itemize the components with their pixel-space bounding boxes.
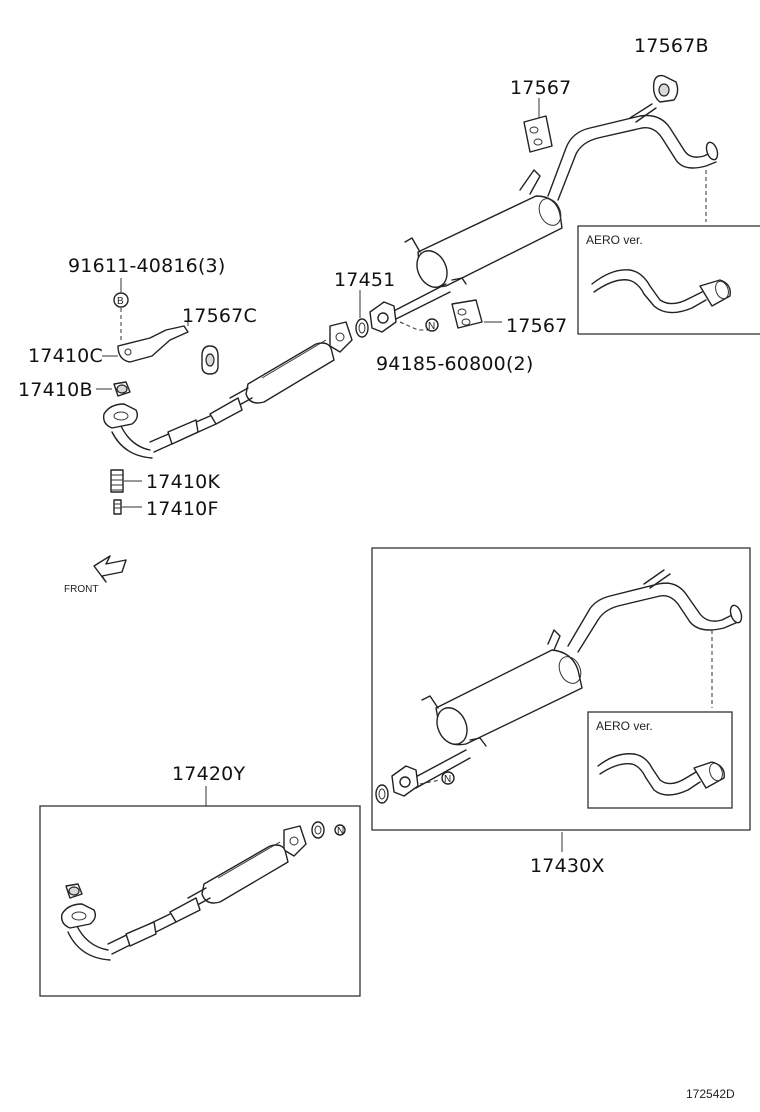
label-17410K: 17410K [146, 471, 220, 493]
main-muffler-top [404, 195, 563, 288]
front-pipe-top [111, 321, 353, 459]
spring-17410K [110, 469, 124, 493]
hanger-17567B [652, 74, 679, 103]
label-17410C: 17410C [28, 345, 103, 367]
label-91611: 91611-40816(3) [68, 255, 225, 277]
rear-flange-top [369, 301, 397, 333]
label-17451: 17451 [334, 269, 395, 291]
tail-pipe-top [547, 103, 719, 201]
label-17410B: 17410B [18, 379, 93, 401]
front-pipe-17420Y: N [60, 821, 346, 961]
svg-text:AERO ver.: AERO ver. [596, 719, 653, 733]
label-17567B: 17567B [634, 35, 709, 57]
svg-text:N: N [444, 774, 451, 785]
bolt-17410F [113, 499, 122, 515]
hanger-17567C [201, 345, 219, 375]
label-17567-mid: 17567 [506, 315, 567, 337]
label-94185: 94185-60800(2) [376, 353, 533, 375]
hanger-17567-top [523, 115, 553, 153]
nut-17430X: N [419, 771, 455, 785]
label-17420Y: 17420Y [172, 763, 245, 785]
svg-text:FRONT: FRONT [64, 584, 98, 595]
gasket-17410B [113, 381, 131, 397]
svg-text:N: N [337, 826, 344, 837]
aero-box-bottom: AERO ver. [587, 711, 733, 809]
bolt-91611: B [113, 292, 129, 342]
hanger-17567-mid [451, 299, 483, 329]
box-17430X [371, 547, 751, 831]
label-17567-top: 17567 [510, 77, 571, 99]
diagram-id: 172542D [686, 1087, 735, 1101]
bracket-17410C [117, 325, 189, 363]
aero-box-top: AERO ver. [577, 225, 760, 335]
gasket-17430X [375, 784, 389, 804]
front-arrow: FRONT [64, 555, 127, 595]
label-17410F: 17410F [146, 498, 219, 520]
muffler-17430X [421, 649, 583, 747]
tail-pipe-17430X [547, 569, 743, 653]
box-17420Y [39, 805, 361, 997]
svg-text:N: N [428, 321, 435, 332]
manifold-flange-top [102, 403, 139, 429]
gasket-17451 [355, 318, 369, 338]
flange-17430X [391, 765, 419, 797]
label-17567C: 17567C [182, 305, 257, 327]
nut-94185: N [399, 318, 439, 332]
label-17430X: 17430X [530, 855, 605, 877]
svg-text:B: B [117, 296, 124, 307]
svg-text:AERO ver.: AERO ver. [586, 233, 643, 247]
muffler-hanger-top [519, 169, 541, 195]
